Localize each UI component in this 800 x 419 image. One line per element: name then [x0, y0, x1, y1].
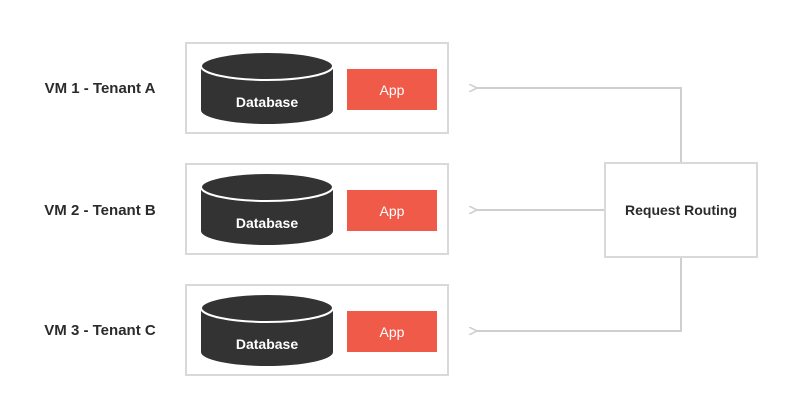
database-icon: Database: [201, 52, 333, 124]
vm3-container: Database App: [185, 284, 449, 376]
connector-to-vm3: [475, 258, 682, 331]
database-label: Database: [235, 336, 299, 352]
database-icon: Database: [201, 173, 333, 245]
database-label: Database: [235, 94, 299, 110]
vm2-label: VM 2 - Tenant B: [44, 202, 156, 219]
vm2-container: Database App: [185, 163, 449, 255]
database-icon: Database: [201, 294, 333, 366]
vm1-label: VM 1 - Tenant A: [44, 80, 156, 97]
vm1-container: Database App: [185, 42, 449, 134]
connector-to-vm1: [475, 88, 682, 162]
database-label: Database: [235, 215, 299, 231]
app-block: App: [347, 311, 437, 352]
vm3-label: VM 3 - Tenant C: [44, 322, 156, 339]
app-block: App: [347, 69, 437, 110]
request-routing-box: Request Routing: [604, 162, 758, 258]
app-block: App: [347, 190, 437, 231]
request-routing-label: Request Routing: [625, 202, 737, 218]
